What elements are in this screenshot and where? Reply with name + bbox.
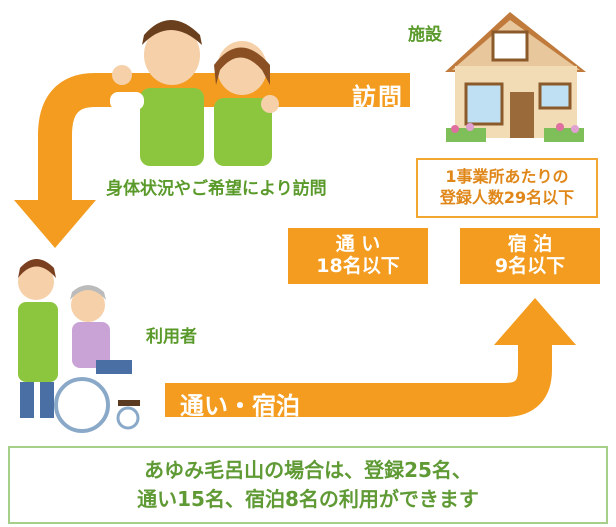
capacity-note-line2: 登録人数29名以下 xyxy=(439,188,575,207)
day-service-box: 通 い 18名以下 xyxy=(288,228,428,284)
facility-house-icon xyxy=(445,12,586,142)
facility-label: 施設 xyxy=(408,25,442,45)
visit-arrowhead xyxy=(14,200,96,248)
capacity-note: 1事業所あたりの 登録人数29名以下 xyxy=(416,158,598,218)
commute-arrowhead xyxy=(494,298,576,345)
staff-illustration xyxy=(110,20,279,166)
summary-line1: あゆみ毛呂山の場合は、登録25名、 xyxy=(144,458,472,482)
user-illustration xyxy=(18,259,140,433)
visit-label: 訪問 xyxy=(352,83,404,111)
summary-line2: 通い15名、宿泊8名の利用ができます xyxy=(137,487,479,511)
visit-note: 身体状況やご希望により訪問 xyxy=(106,179,327,199)
commute-arrow xyxy=(165,340,552,417)
summary-box: あゆみ毛呂山の場合は、登録25名、 通い15名、宿泊8名の利用ができます xyxy=(8,446,608,524)
day-service-limit: 18名以下 xyxy=(316,255,400,277)
overnight-limit: 9名以下 xyxy=(494,255,566,277)
commute-label: 通い・宿泊 xyxy=(180,392,300,420)
visit-arrow xyxy=(38,73,410,205)
capacity-note-line1: 1事業所あたりの xyxy=(445,167,569,187)
overnight-title: 宿 泊 xyxy=(507,233,553,256)
user-label: 利用者 xyxy=(146,327,197,347)
day-service-title: 通 い xyxy=(335,233,381,256)
overnight-box: 宿 泊 9名以下 xyxy=(460,228,600,284)
